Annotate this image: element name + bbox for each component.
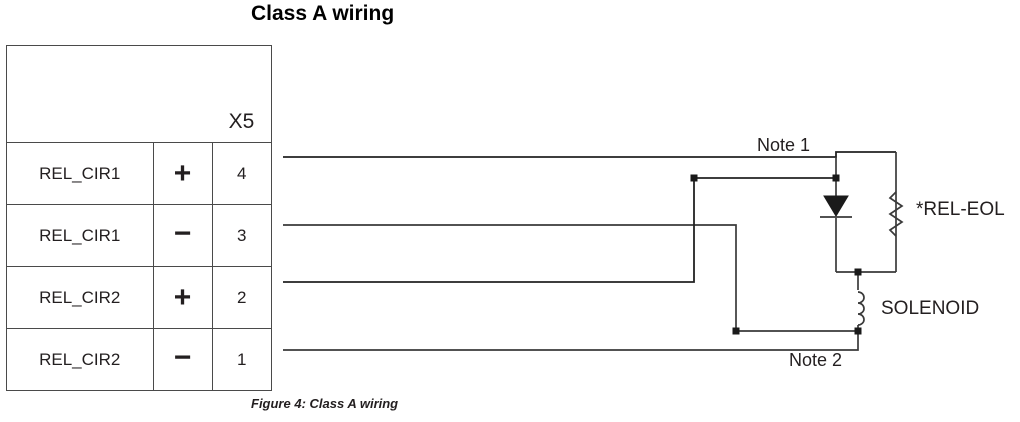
wire-pin4 [283,151,896,158]
diode-icon [823,195,849,217]
pin-number: 3 [211,204,272,267]
polarity-cell: − [152,328,213,391]
header-blank-polarity [153,45,212,143]
page-title: Class A wiring [251,2,395,25]
connector-label: X5 [212,45,272,143]
pin-number: 4 [211,142,272,205]
inductor-icon [857,291,865,326]
table-row: REL_CIR2 − 1 [6,328,272,391]
figure-caption: Figure 4: Class A wiring [251,396,399,411]
table-row: REL_CIR1 − 3 [6,204,272,267]
wire-pin1 [283,331,859,351]
eol-resistor-label: *REL-EOL [916,199,1005,220]
polarity-cell: + [152,266,213,329]
polarity-symbol: − [173,216,192,250]
terminal-block-table: X5 REL_CIR1 + 4 REL_CIR1 − 3 REL_CIR2 + … [6,45,272,391]
resistor-icon [888,191,904,237]
table-row: REL_CIR1 + 4 [6,142,272,205]
junction-loop-bottom [854,268,862,276]
polarity-symbol: + [173,280,192,314]
header-blank-signal [6,45,153,143]
signal-name: REL_CIR2 [6,328,154,391]
junction-note1-left [690,174,698,182]
polarity-symbol: − [173,340,192,374]
wire-pin3 [283,224,737,331]
note1-label: Note 1 [757,135,811,155]
junction-note2-left [732,327,740,335]
polarity-symbol: + [173,156,192,190]
junction-solenoid-bottom [854,327,862,335]
junction-diode-top [832,174,840,182]
pin-number: 1 [211,328,272,391]
wire-pin2 [283,178,695,283]
signal-name: REL_CIR1 [6,204,154,267]
solenoid-label: SOLENOID [881,298,980,319]
signal-name: REL_CIR2 [6,266,154,329]
note2-label: Note 2 [789,350,843,370]
polarity-cell: − [152,204,213,267]
polarity-cell: + [152,142,213,205]
table-header-row: X5 [6,45,272,143]
